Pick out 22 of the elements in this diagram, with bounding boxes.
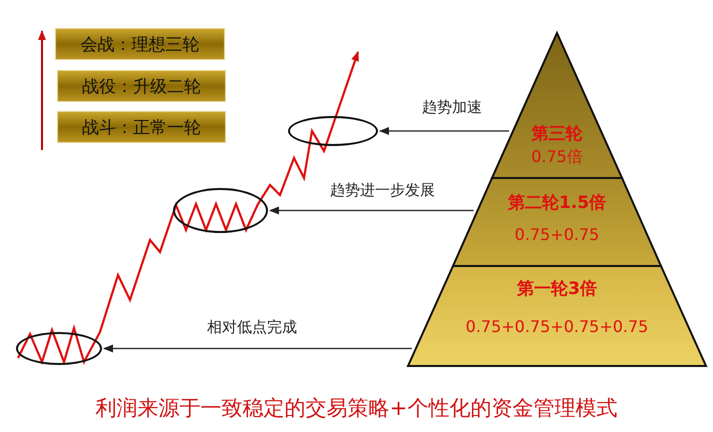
pyramid-band	[408, 266, 706, 366]
band-text: 0.75+0.75+0.75+0.75	[466, 317, 648, 336]
edge-label: 趋势加速	[420, 98, 484, 117]
band-text: 0.75+0.75	[514, 225, 600, 244]
edge-label: 相对低点完成	[205, 318, 299, 337]
ellipse-marker	[173, 188, 268, 233]
label-box: 会战：理想三轮	[55, 28, 225, 60]
arrow	[103, 344, 412, 352]
band-text: 第二轮1.5倍	[508, 192, 606, 214]
ellipse-marker	[16, 332, 102, 365]
edge-label: 趋势进一步发展	[328, 181, 437, 200]
band-text: 第一轮3倍	[517, 278, 597, 300]
arrow	[379, 127, 510, 135]
ellipse-marker	[288, 116, 378, 146]
label-box: 战役：升级二轮	[57, 70, 226, 102]
pyramid-band	[453, 178, 661, 266]
arrow	[269, 206, 474, 214]
pyramid-band	[492, 33, 622, 178]
caption: 利润来源于一致稳定的交易策略+个性化的资金管理模式	[96, 396, 618, 420]
band-text: 第三轮	[532, 123, 582, 145]
band-text: 0.75倍	[531, 147, 583, 168]
label-box: 战斗：正常一轮	[57, 111, 226, 143]
